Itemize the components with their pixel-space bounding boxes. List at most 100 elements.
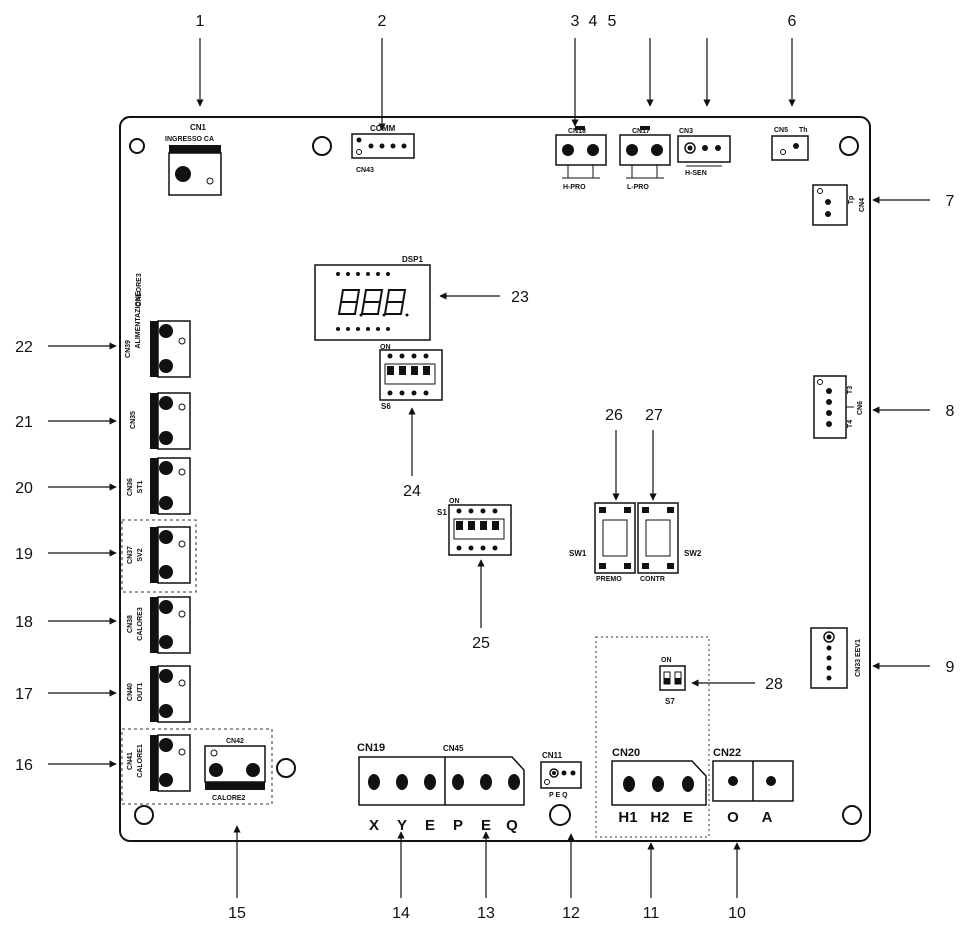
- cn37-connector: CN37 SV2: [121, 519, 197, 593]
- s1-on-label: ON: [449, 498, 460, 505]
- callout-19: 19: [15, 546, 33, 563]
- terminal-y: Y: [397, 817, 407, 834]
- terminal-h2: H2: [650, 809, 669, 826]
- terminal-x: X: [369, 817, 379, 834]
- th-label: Th: [799, 127, 808, 134]
- cn43-label: CN43: [356, 167, 374, 174]
- calore2-label: CALORE2: [212, 795, 246, 802]
- callout-13: 13: [477, 905, 495, 922]
- callout-6: 6: [788, 13, 797, 30]
- cn41-label: CN41: [127, 752, 134, 770]
- cn22-label: CN22: [713, 747, 741, 759]
- mounting-hole: [839, 136, 859, 156]
- cn40-connector: CN40 OUT1: [127, 665, 191, 723]
- callout-16: 16: [15, 757, 33, 774]
- cn42-label: CN42: [226, 738, 244, 745]
- mounting-hole: [312, 136, 332, 156]
- callout-lines: [48, 38, 930, 898]
- h-pro-label: H-PRO: [563, 184, 586, 191]
- h-sen-label: H-SEN: [685, 170, 707, 177]
- cn1-connector: CN1 INGRESSO CA: [165, 123, 222, 196]
- cn33-eev1-label: CN33 EEV1: [855, 639, 862, 677]
- callout-23: 23: [511, 289, 529, 306]
- cn19-label: CN19: [357, 742, 385, 754]
- callout-24: 24: [403, 483, 421, 500]
- sw1-sw2-buttons: SW1 SW2 PREMO CONTR: [569, 502, 702, 583]
- callout-4: 4: [589, 13, 598, 30]
- cn4-label: CN4: [859, 198, 866, 212]
- peq-label: P E Q: [549, 792, 568, 799]
- callout-15: 15: [228, 905, 246, 922]
- callout-26: 26: [605, 407, 623, 424]
- cn17-lpro-connector: CN17 L-PRO: [619, 126, 671, 191]
- cn40-label: CN40: [127, 683, 134, 701]
- s6-label: S6: [381, 402, 391, 411]
- cn33-eev1-connector: CN33 EEV1: [810, 627, 862, 689]
- cn11-peq-connector: CN11 P E Q: [540, 751, 582, 799]
- terminal-o: O: [727, 809, 739, 826]
- pcb-board-outline: [119, 116, 871, 842]
- terminal-e3: E: [683, 809, 693, 826]
- cn20-terminal-block: CN20 H1 H2 E: [611, 747, 707, 826]
- callout-3: 3: [571, 13, 580, 30]
- comm-label: COMM: [370, 124, 396, 133]
- cn4-tp-connector: Tp CN4: [812, 184, 866, 226]
- calore1-label: CALORE1: [137, 744, 144, 778]
- terminal-h1: H1: [618, 809, 637, 826]
- callout-numbers: 1 2 3 4 5 6 7 8 9 10 11 12 13 14 15 16 1…: [15, 13, 954, 922]
- callout-9: 9: [946, 659, 955, 676]
- s1-dip-switch: S1 ON: [437, 498, 512, 556]
- l-pro-label: L-PRO: [627, 184, 649, 191]
- cn19-cn45-terminal-block: CN19 CN45 X Y E P E Q: [357, 742, 525, 834]
- cn22-terminal-block: CN22 O A: [712, 747, 794, 826]
- cn1-label: CN1: [190, 123, 207, 132]
- sw1-text: PREMO: [596, 576, 622, 583]
- terminal-q: Q: [506, 817, 518, 834]
- s1-label: S1: [437, 508, 447, 517]
- sw2-label: SW2: [684, 549, 702, 558]
- sv2-label: SV2: [137, 548, 144, 561]
- cn35-label: CN35: [130, 411, 137, 429]
- cn36-connector: CN36 ST1: [127, 457, 191, 515]
- cn38-label: CN38: [127, 615, 134, 633]
- callout-22: 22: [15, 339, 33, 356]
- callout-20: 20: [15, 480, 33, 497]
- cn5-label: CN5: [774, 127, 788, 134]
- sw1-label: SW1: [569, 549, 587, 558]
- cn35-connector: CN35: [130, 392, 191, 450]
- ingresso-ca-label: INGRESSO CA: [165, 136, 214, 143]
- s6-on-label: ON: [380, 344, 391, 351]
- mounting-hole: [842, 805, 862, 825]
- cn41-cn42-group: CN41 CALORE1 CN42 CALORE2: [121, 728, 273, 805]
- calore3-label: CALORE3: [137, 607, 144, 641]
- terminal-p: P: [453, 817, 463, 834]
- callout-1: 1: [196, 13, 205, 30]
- callout-25: 25: [472, 635, 490, 652]
- cn45-label: CN45: [443, 744, 464, 753]
- cn11-label: CN11: [542, 751, 563, 760]
- mounting-hole: [134, 805, 154, 825]
- callout-5: 5: [608, 13, 617, 30]
- st1-label: ST1: [137, 480, 144, 493]
- t4-label: T4: [847, 420, 854, 428]
- callout-2: 2: [378, 13, 387, 30]
- cn39-label: CN39: [125, 340, 132, 358]
- callout-12: 12: [562, 905, 580, 922]
- cn36-label: CN36: [127, 478, 134, 496]
- callout-27: 27: [645, 407, 663, 424]
- s7-on-label: ON: [661, 657, 672, 664]
- callout-10: 10: [728, 905, 746, 922]
- cn37-label: CN37: [127, 546, 134, 564]
- cn6-t3t4-connector: T3 T4 CN6: [813, 375, 864, 439]
- callout-7: 7: [946, 193, 955, 210]
- callout-21: 21: [15, 414, 33, 431]
- terminal-e: E: [425, 817, 435, 834]
- cn6-label: CN6: [857, 401, 864, 415]
- cn20-label: CN20: [612, 747, 640, 759]
- sw2-text: CONTR: [640, 576, 665, 583]
- mounting-hole: [276, 758, 296, 778]
- callout-17: 17: [15, 686, 33, 703]
- mounting-hole: [129, 138, 145, 154]
- terminal-e2: E: [481, 817, 491, 834]
- cn18-hpro-connector: CN18 H-PRO: [555, 126, 607, 191]
